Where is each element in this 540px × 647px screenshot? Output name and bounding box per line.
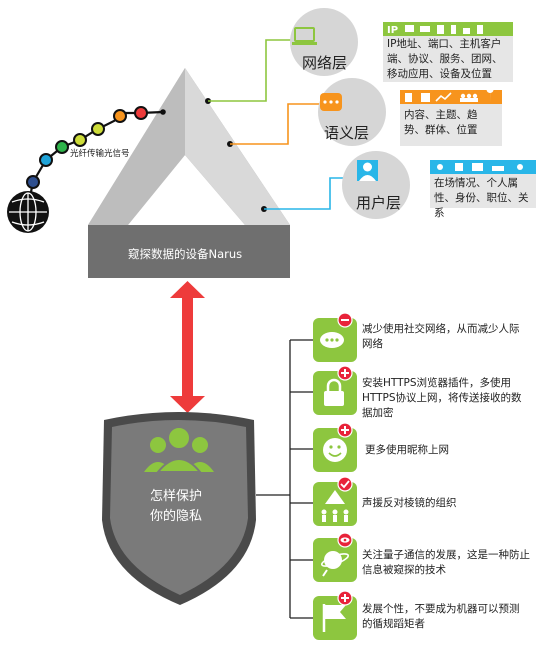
network-layer-title: 网络层 — [302, 54, 348, 72]
lock-icon — [463, 28, 470, 34]
semantic-connector — [230, 103, 320, 145]
fiber-label: 光纤传输光信号 — [70, 149, 130, 159]
padlock-icon — [324, 378, 344, 406]
check-badge-icon — [337, 476, 353, 492]
people-group-icon — [144, 426, 214, 473]
network-icon — [517, 164, 523, 170]
tablet-icon — [437, 25, 444, 34]
semantic-layer-title: 语义层 — [324, 124, 370, 142]
trend-icon — [435, 92, 452, 102]
monitor-icon — [405, 25, 414, 32]
satellite-icon — [320, 551, 350, 577]
network-info-box — [383, 36, 513, 82]
narus-pyramid — [88, 68, 290, 278]
flag-icon — [322, 604, 346, 632]
privacy-shield — [102, 412, 256, 605]
network-connector — [208, 39, 295, 102]
computer-icon — [292, 27, 317, 45]
tree-icon — [455, 163, 463, 171]
globe-icon — [7, 191, 49, 233]
semantic-icon-bar — [400, 90, 502, 104]
fiber-nodes — [26, 106, 148, 189]
plus-badge-icon — [337, 422, 353, 438]
tip-4-text: 声援反对棱镜的组织 — [362, 497, 457, 509]
location-icon — [486, 86, 494, 103]
speech-bubble-icon — [320, 93, 342, 111]
ip-icon: IP — [387, 25, 398, 36]
eye-badge-icon — [337, 532, 353, 548]
fiber-optic-line — [26, 110, 164, 208]
tip-1-text: 减少使用社交网络，从而减少人际网络 — [362, 323, 520, 350]
double-arrow — [170, 281, 205, 413]
minus-badge-icon — [337, 312, 353, 328]
id-card-icon — [472, 163, 483, 171]
tip-2-text: 安装HTTPS浏览器插件，多使用HTTPS协议上网，将传送接收的数据加密 — [362, 377, 522, 419]
user-layer-desc: 在场情况、个人属性、身份、职位、关系 — [434, 177, 529, 219]
usb-icon — [477, 25, 483, 34]
plus-badge-icon — [337, 590, 353, 606]
plus-badge-icon — [337, 365, 353, 381]
tips-bracket — [256, 339, 313, 619]
laptop-icon — [420, 26, 430, 32]
person-icon — [437, 164, 443, 170]
document-icon — [405, 93, 412, 102]
semantic-info-box — [400, 104, 502, 146]
network-icon-bar — [383, 22, 513, 36]
group-icon — [460, 93, 478, 102]
network-layer-circle — [290, 8, 358, 76]
user-info-box — [430, 174, 536, 208]
book-icon — [421, 93, 430, 102]
smiley-icon — [323, 438, 347, 462]
shield-title: 怎样保护你的隐私 — [150, 489, 203, 524]
ship-icon — [492, 166, 504, 171]
user-connector — [264, 177, 345, 210]
narus-device-label: 窥探数据的设备Narus — [128, 247, 243, 261]
tip-6-text: 发展个性，不要成为机器可以预测的循规蹈矩者 — [362, 603, 520, 630]
tip-5-text: 关注量子通信的发展，这是一种防止信息被窥探的技术 — [362, 549, 530, 576]
semantic-layer-desc: 内容、主题、趋势、群体、位置 — [404, 109, 478, 136]
tip-3-text: 更多使用昵称上网 — [365, 444, 449, 456]
phone-icon — [451, 25, 456, 34]
network-layer-desc: IP地址、端口、主机客户端、协议、服务、团网、移动应用、设备及位置 — [387, 38, 503, 80]
pyramid-people-icon — [321, 490, 349, 522]
user-avatar-icon — [357, 160, 378, 181]
chat-icon — [320, 332, 344, 348]
user-layer-title: 用户层 — [356, 194, 402, 212]
